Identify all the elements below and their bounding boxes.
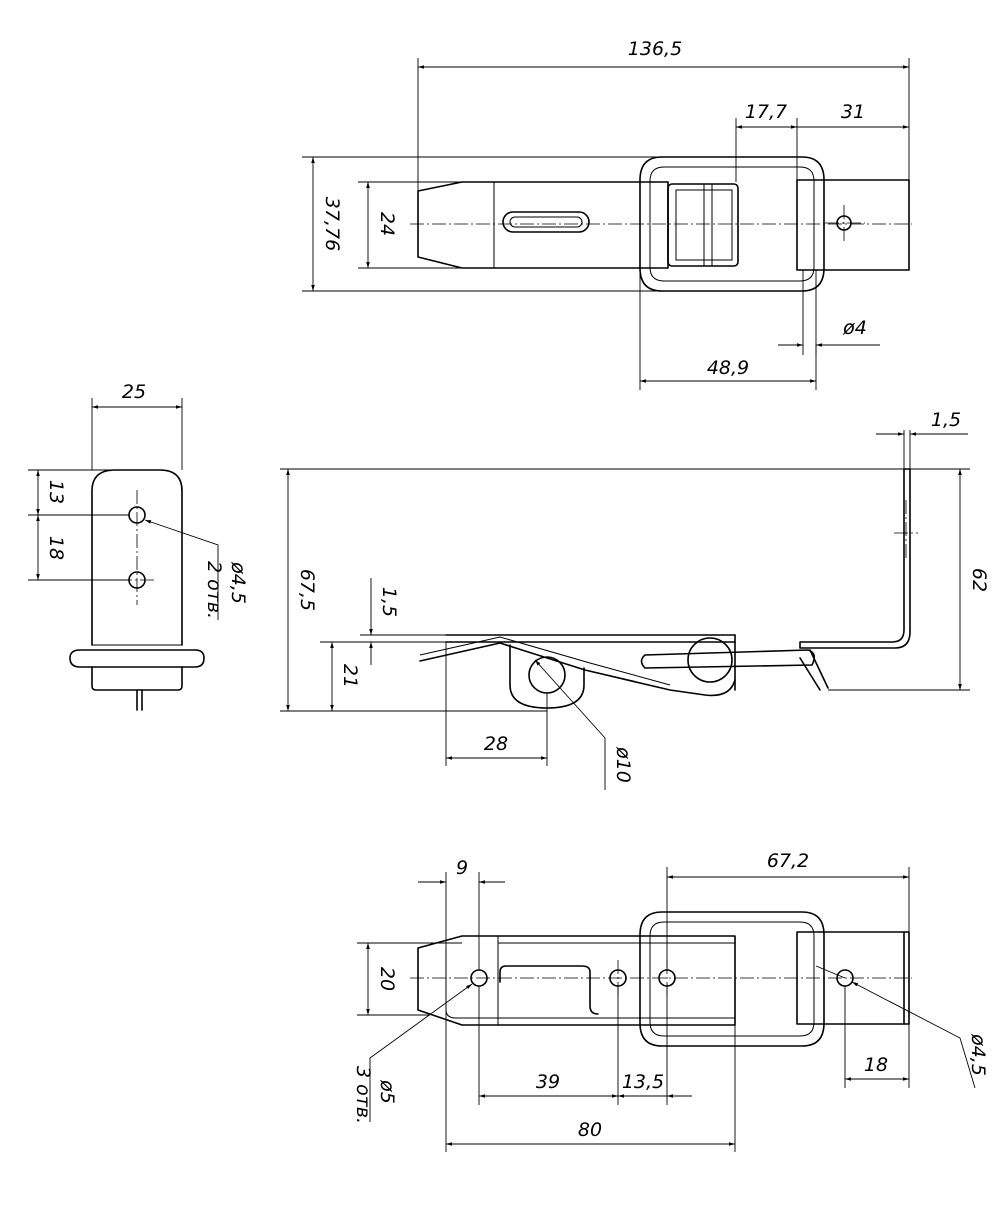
dim-80: 80 [578,1119,602,1141]
top-lever [667,183,739,267]
dim-pivot-dia: ø10 [612,746,634,783]
top-slot [502,211,590,233]
bottom-cutout [499,965,599,1015]
bottom-wire-loop [639,911,825,1047]
side-view: 67,5 1,5 1,5 21 62 28 ø10 [280,409,990,790]
side-lever [419,642,736,697]
dim-hole-dia-left: ø4,5 [227,561,249,604]
bottom-plate-outline [417,935,736,1026]
dim-height-inner: 24 [376,212,398,236]
dim-height-outer: 37,76 [321,197,343,251]
dim-hook-height: 62 [968,568,990,592]
dim-hole-dia-bottom-left: ø5 [376,1079,398,1104]
dim-overall-length: 136,5 [628,38,682,60]
dim-width-bottom: 20 [376,967,398,991]
dim-17-7: 17,7 [745,101,787,123]
bottom-view: 9 67,2 20 ø5 3 отв. 39 13,5 80 18 [352,850,989,1152]
dim-67-2: 67,2 [767,850,809,872]
dim-18-bottom: 18 [864,1054,888,1076]
dim-18-left: 18 [45,536,67,560]
dim-21: 21 [339,664,361,688]
left-view: 25 13 18 ø4,5 2 отв. [28,381,249,711]
dim-13-left: 13 [45,480,67,504]
top-view: 136,5 17,7 31 37,76 24 ø4 48,9 [302,38,912,390]
dim-loop-length: 48,9 [707,357,749,379]
note-hole-count-bottom: 3 отв. [352,1066,374,1124]
bottom-catch-plate [796,931,910,1025]
left-plate-outline [91,469,183,646]
note-hole-count-left: 2 отв. [203,561,225,619]
dim-width-left: 25 [122,381,146,403]
dim-height-total: 67,5 [296,569,318,611]
dim-39: 39 [536,1071,560,1093]
dim-31: 31 [841,101,865,123]
dim-9: 9 [456,857,468,879]
top-wire-loop [639,156,825,292]
dim-28: 28 [484,733,508,755]
top-plate-outline [417,181,669,269]
dim-13-5: 13,5 [622,1071,664,1093]
dim-hole-dia-bottom-right: ø4,5 [967,1033,989,1076]
top-catch-plate [796,179,910,271]
dim-1-5-side: 1,5 [378,587,400,617]
side-hook [799,468,911,649]
dim-hole-dia-top: ø4 [842,317,867,339]
dim-thickness: 1,5 [931,409,961,431]
left-wire-loop [69,649,205,668]
